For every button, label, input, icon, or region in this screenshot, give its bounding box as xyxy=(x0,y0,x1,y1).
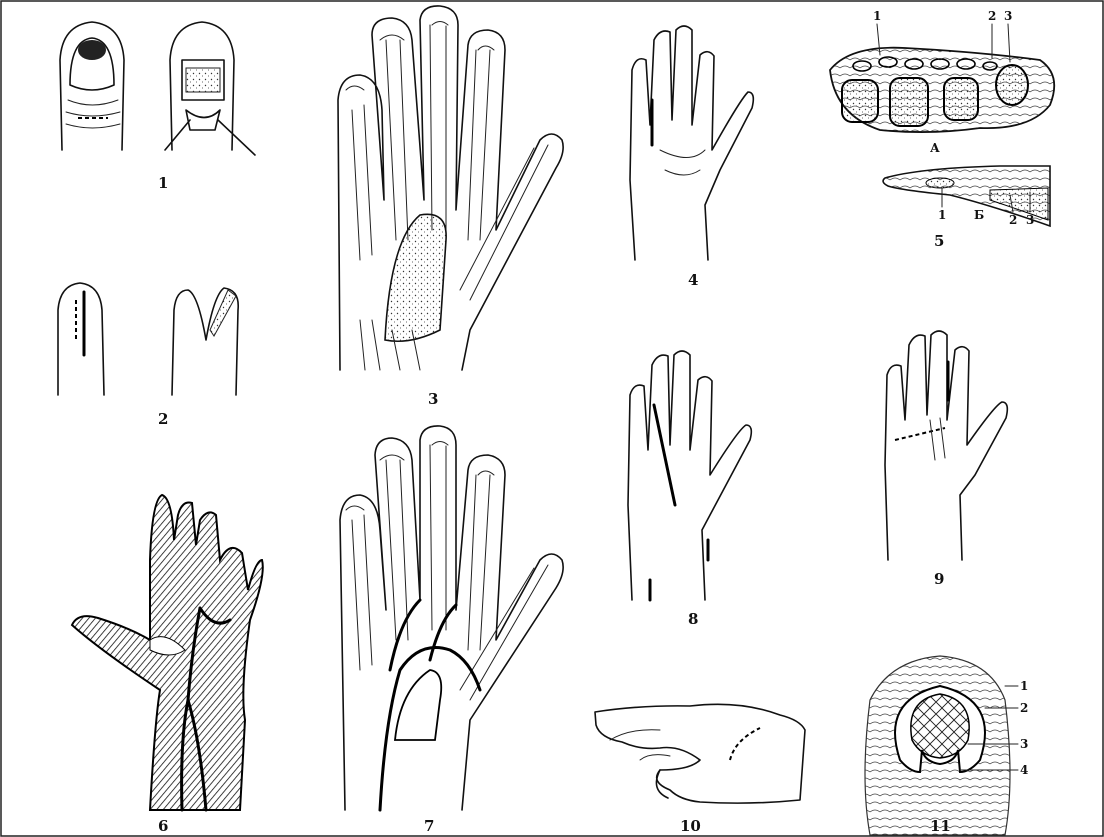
figure-2-finger-incision-drawings xyxy=(58,283,238,395)
figure-label-1: 1 xyxy=(158,174,168,192)
fig5-b-callout-2: 2 xyxy=(1009,213,1017,227)
fig5-panel-b-label: Б xyxy=(974,208,984,222)
figure-label-5: 5 xyxy=(934,232,944,250)
figure-labels: 1 2 3 4 5 6 7 8 9 10 11 xyxy=(158,174,951,835)
fig5-panel-a-label: А xyxy=(930,141,940,155)
figure-3-hand-skeleton-drawing xyxy=(338,6,563,370)
figure-4-palm-incision-drawing xyxy=(630,26,753,260)
fig5-b-callout-3: 3 xyxy=(1026,213,1034,227)
figure-7-hand-nerve-drawing xyxy=(340,426,563,810)
figure-label-9: 9 xyxy=(934,570,944,588)
fig5-a-callout-1: 1 xyxy=(873,9,881,23)
fig11-callout-3: 3 xyxy=(1020,737,1028,751)
figure-label-2: 2 xyxy=(158,410,168,428)
fig11-callout-2: 2 xyxy=(1020,701,1028,715)
figure-label-10: 10 xyxy=(680,817,701,835)
figure-1-fingertip-drawings xyxy=(60,22,255,155)
figure-6-shaded-hand-drawing xyxy=(72,495,263,810)
fig5-a-callout-3: 3 xyxy=(1004,9,1012,23)
fig5-b-callout-1: 1 xyxy=(938,208,946,222)
figure-11-sheath-cross-section-drawing xyxy=(865,656,1010,835)
fig5-a-callout-2: 2 xyxy=(988,9,996,23)
figure-label-8: 8 xyxy=(688,610,698,628)
figure-8-palm-incision-drawing xyxy=(628,351,751,600)
figure-label-6: 6 xyxy=(158,817,168,835)
figure-label-7: 7 xyxy=(424,817,434,835)
fig11-callout-1: 1 xyxy=(1020,679,1028,693)
figure-10-pinching-hand-drawing xyxy=(595,704,805,803)
fig11-callout-4: 4 xyxy=(1020,763,1028,777)
figure-label-11: 11 xyxy=(930,817,951,835)
figure-label-4: 4 xyxy=(688,271,698,289)
figure-9-palm-incision-drawing xyxy=(885,331,1007,560)
figure-label-3: 3 xyxy=(428,390,438,408)
